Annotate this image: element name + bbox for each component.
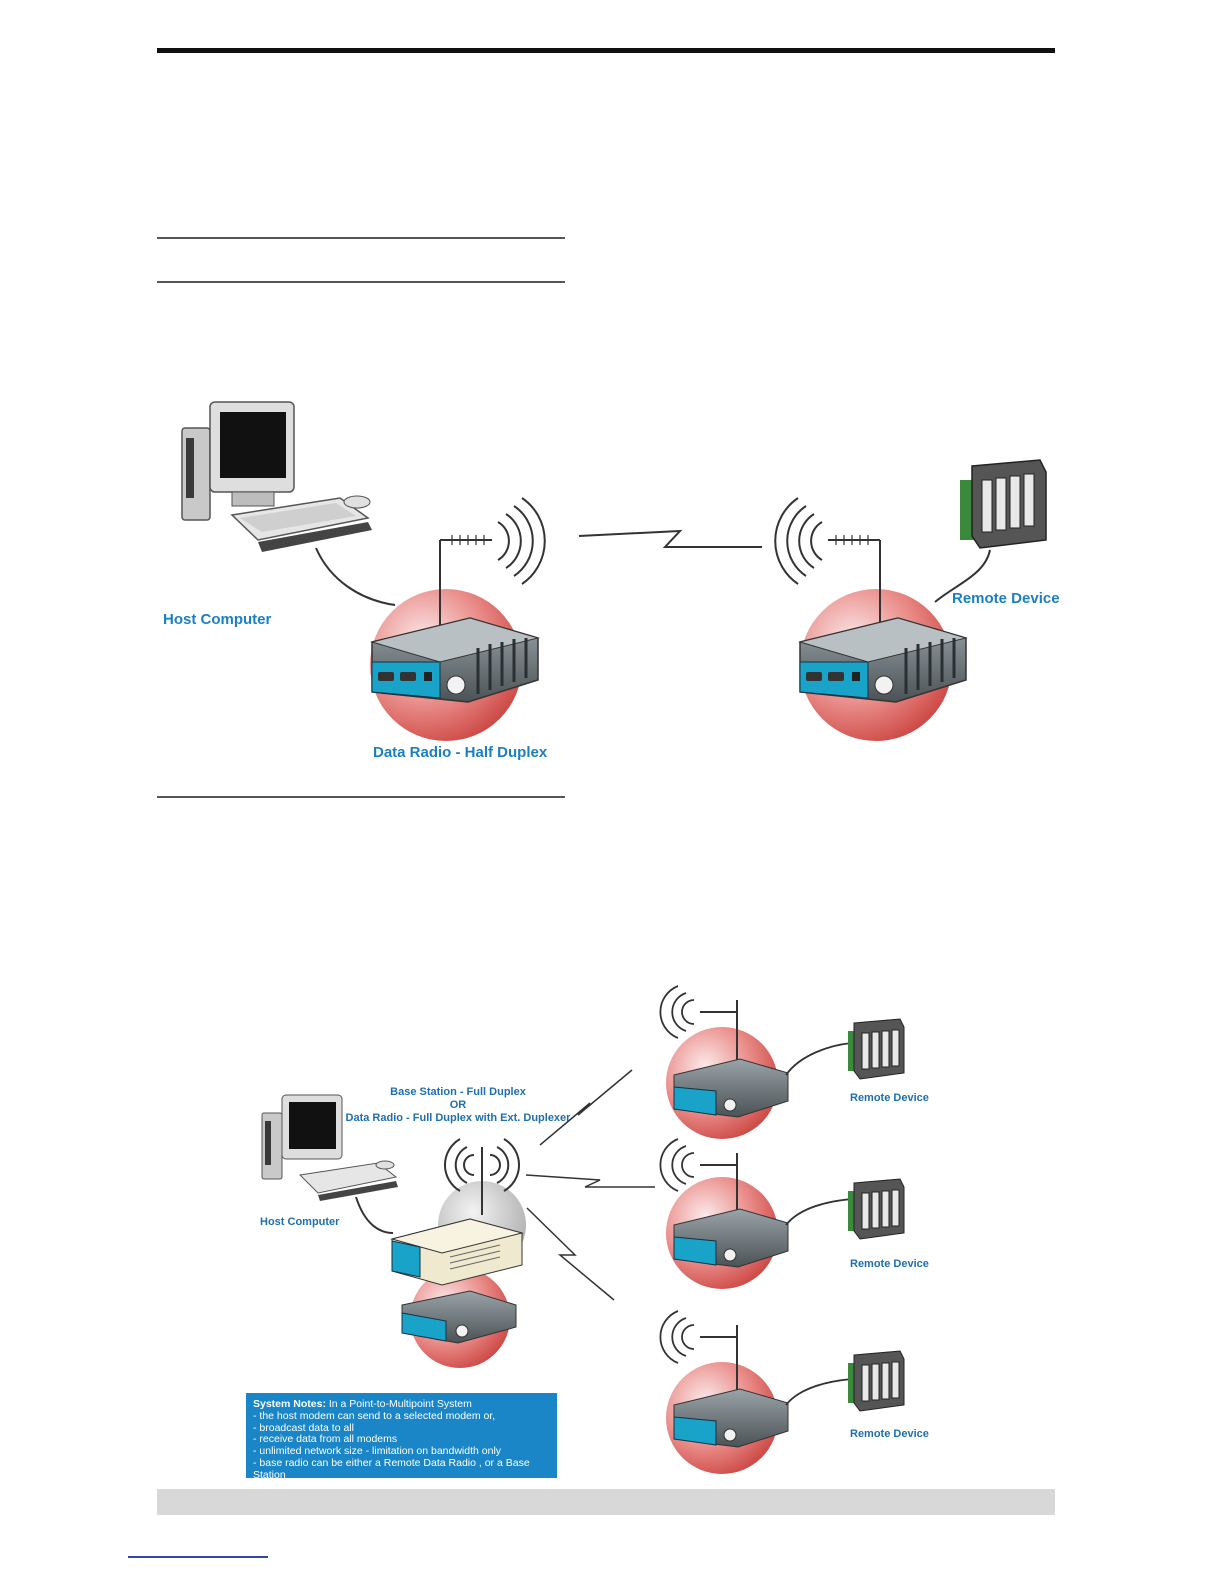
section-rule-1 bbox=[157, 237, 565, 239]
base-station-icon bbox=[390, 1138, 526, 1368]
remote-device-icon bbox=[785, 1018, 905, 1080]
system-notes-item: - the host modem can send to a selected … bbox=[253, 1409, 496, 1422]
system-notes-heading: System Notes: bbox=[253, 1398, 326, 1410]
signal-waves-icon bbox=[497, 497, 546, 585]
header-rule bbox=[157, 48, 1055, 53]
section-rule-2 bbox=[157, 281, 565, 283]
radio-link-bolts bbox=[525, 1069, 655, 1301]
remote-radio-2 bbox=[659, 1138, 789, 1289]
host-computer-icon bbox=[181, 401, 396, 606]
footer-bar bbox=[157, 1489, 1055, 1515]
signal-waves-icon bbox=[443, 1138, 521, 1192]
system-notes-item: - unlimited network size - limitation on… bbox=[253, 1445, 502, 1458]
remote-device-icon bbox=[785, 1350, 905, 1412]
system-notes-intro: In a Point-to-Multipoint System bbox=[325, 1398, 472, 1410]
host-computer-icon bbox=[261, 1094, 398, 1234]
system-notes-item: - receive data from all modems bbox=[253, 1433, 398, 1446]
remote-device-label-2: Remote Device bbox=[850, 1258, 929, 1270]
remote-device-label-3: Remote Device bbox=[850, 1428, 929, 1440]
data-radio-left bbox=[370, 497, 546, 741]
base-station-label-2: OR bbox=[450, 1099, 467, 1111]
footer-link-underline bbox=[128, 1556, 268, 1558]
remote-device-label: Remote Device bbox=[952, 590, 1060, 607]
system-notes-item: - broadcast data to all bbox=[253, 1421, 354, 1434]
system-notes-item: - base radio can be either a Remote Data… bbox=[253, 1456, 530, 1481]
remote-device-label-1: Remote Device bbox=[850, 1092, 929, 1104]
system-notes-header: System Notes: In a Point-to-Multipoint S… bbox=[253, 1398, 550, 1411]
host-computer-label: Host Computer bbox=[260, 1216, 340, 1228]
signal-waves-icon bbox=[774, 497, 823, 585]
host-computer-label: Host Computer bbox=[163, 611, 271, 628]
point-to-multipoint-diagram: Host Computer Base Station - Full Duplex… bbox=[260, 985, 929, 1474]
base-station-label-3: Data Radio - Full Duplex with Ext. Duple… bbox=[346, 1112, 572, 1124]
remote-device-icon bbox=[785, 1178, 905, 1240]
base-station-label-1: Base Station - Full Duplex bbox=[390, 1086, 527, 1098]
radio-link-bolt bbox=[578, 529, 762, 548]
point-to-point-diagram: Host Computer Data Radio - Half Duplex bbox=[163, 401, 1060, 761]
remote-radio-3 bbox=[659, 1310, 789, 1474]
remote-radio-1 bbox=[659, 985, 789, 1139]
section-rule-3 bbox=[157, 796, 565, 798]
data-radio-right bbox=[774, 497, 968, 741]
remote-device-icon bbox=[934, 459, 1047, 603]
data-radio-label: Data Radio - Half Duplex bbox=[373, 744, 548, 761]
system-notes-box: System Notes: In a Point-to-Multipoint S… bbox=[246, 1393, 557, 1481]
